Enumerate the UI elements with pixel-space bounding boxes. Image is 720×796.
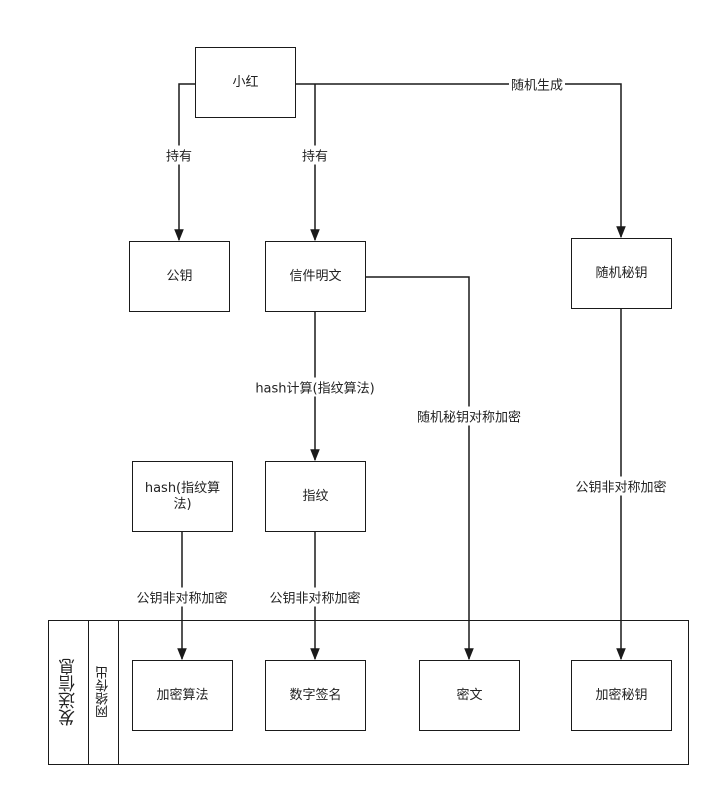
edge-label-asym-encrypt-key: 公钥非对称加密 <box>573 476 669 496</box>
edge-label-asym-encrypt-fp: 公钥非对称加密 <box>267 587 363 607</box>
node-hash-algo-label: hash(指纹算法) <box>144 480 221 512</box>
send-info-title: 发送信息 <box>59 658 79 727</box>
node-xiaohong-label: 小红 <box>232 74 259 90</box>
node-fingerprint: 指纹 <box>265 461 366 532</box>
node-public-key: 公钥 <box>129 241 230 312</box>
edge-label-sym-encrypt: 随机秘钥对称加密 <box>414 406 524 426</box>
edge-xiaohong-publickey <box>174 83 196 242</box>
node-plaintext-label: 信件明文 <box>289 268 342 284</box>
node-xiaohong: 小红 <box>195 47 296 118</box>
edge-label-random-gen: 随机生成 <box>508 74 566 94</box>
node-enc-algo-label: 加密算法 <box>156 687 209 703</box>
node-hash-algo: hash(指纹算法) <box>132 461 233 532</box>
edge-xiaohong-randomkey <box>296 83 626 239</box>
node-signature-label: 数字签名 <box>289 687 342 703</box>
node-enc-algo: 加密算法 <box>132 660 233 731</box>
edge-plaintext-ciphertext <box>365 276 474 661</box>
edge-label-holds-2: 持有 <box>299 145 331 165</box>
node-random-key: 随机秘钥 <box>571 238 672 309</box>
node-signature: 数字签名 <box>265 660 366 731</box>
node-enc-key: 加密秘钥 <box>571 660 672 731</box>
node-ciphertext: 密文 <box>419 660 520 731</box>
edge-label-holds-1: 持有 <box>163 145 195 165</box>
node-enc-key-label: 加密秘钥 <box>595 687 648 703</box>
edge-label-hash-calc: hash计算(指纹算法) <box>253 377 377 397</box>
network-out-title: 网络传出 <box>96 666 111 719</box>
node-plaintext: 信件明文 <box>265 241 366 312</box>
node-fingerprint-label: 指纹 <box>302 488 329 504</box>
node-public-key-label: 公钥 <box>166 268 193 284</box>
network-out-header <box>88 620 119 765</box>
edge-label-asym-encrypt-algo: 公钥非对称加密 <box>134 587 230 607</box>
node-random-key-label: 随机秘钥 <box>595 265 648 281</box>
node-ciphertext-label: 密文 <box>456 687 483 703</box>
